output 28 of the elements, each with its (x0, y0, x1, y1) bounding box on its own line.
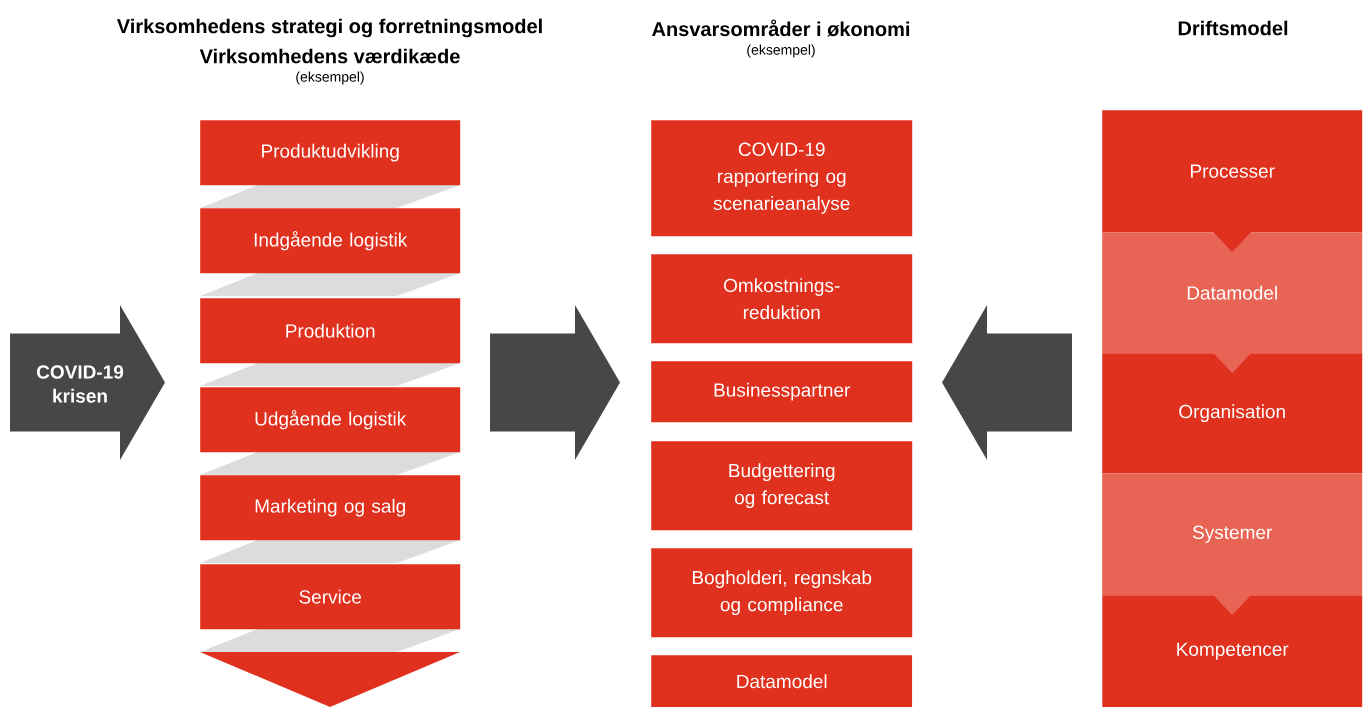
notch-arrow (1213, 231, 1252, 252)
area-box: COVID-19 rapportering og scenarieanalyse (651, 120, 913, 237)
value-chain-box: Marketing og salg (200, 475, 461, 541)
column-heading: Ansvarsområder i økonomi (652, 19, 910, 37)
value-chain-box: Produktudvikling (200, 120, 461, 186)
notch-arrow (1213, 352, 1252, 373)
column-heading: Virksomhedens værdikæde (199, 48, 460, 64)
column-heading: Driftsmodel (1178, 20, 1288, 36)
value-chain-box: Service (200, 564, 461, 630)
heading-note: (eksempel) (296, 71, 364, 85)
model-band: Organisation (1102, 353, 1363, 474)
block-arrow (490, 305, 620, 460)
area-box: Businesspartner (651, 361, 913, 423)
model-band: Datamodel (1102, 232, 1363, 354)
value-chain-box: Produktion (200, 298, 461, 364)
notch-arrow (1213, 594, 1252, 615)
block-arrow (942, 305, 1072, 460)
model-band: Processer (1102, 110, 1363, 233)
model-band: Systemer (1102, 473, 1363, 596)
area-box: Bogholderi, regnskab og compliance (651, 548, 913, 638)
heading-note: (eksempel) (747, 44, 815, 58)
value-chain-box: Udgående logistik (200, 387, 461, 453)
area-box: Omkostnings-reduktion (651, 254, 913, 344)
column-heading: Virksomhedens strategi og forretningsmodel (116, 18, 542, 38)
area-box: Datamodel (651, 655, 913, 707)
area-box: Budgettering og forecast (651, 441, 913, 531)
value-chain-box: Indgående logistik (200, 208, 461, 274)
model-band: Kompetencer (1102, 595, 1363, 707)
